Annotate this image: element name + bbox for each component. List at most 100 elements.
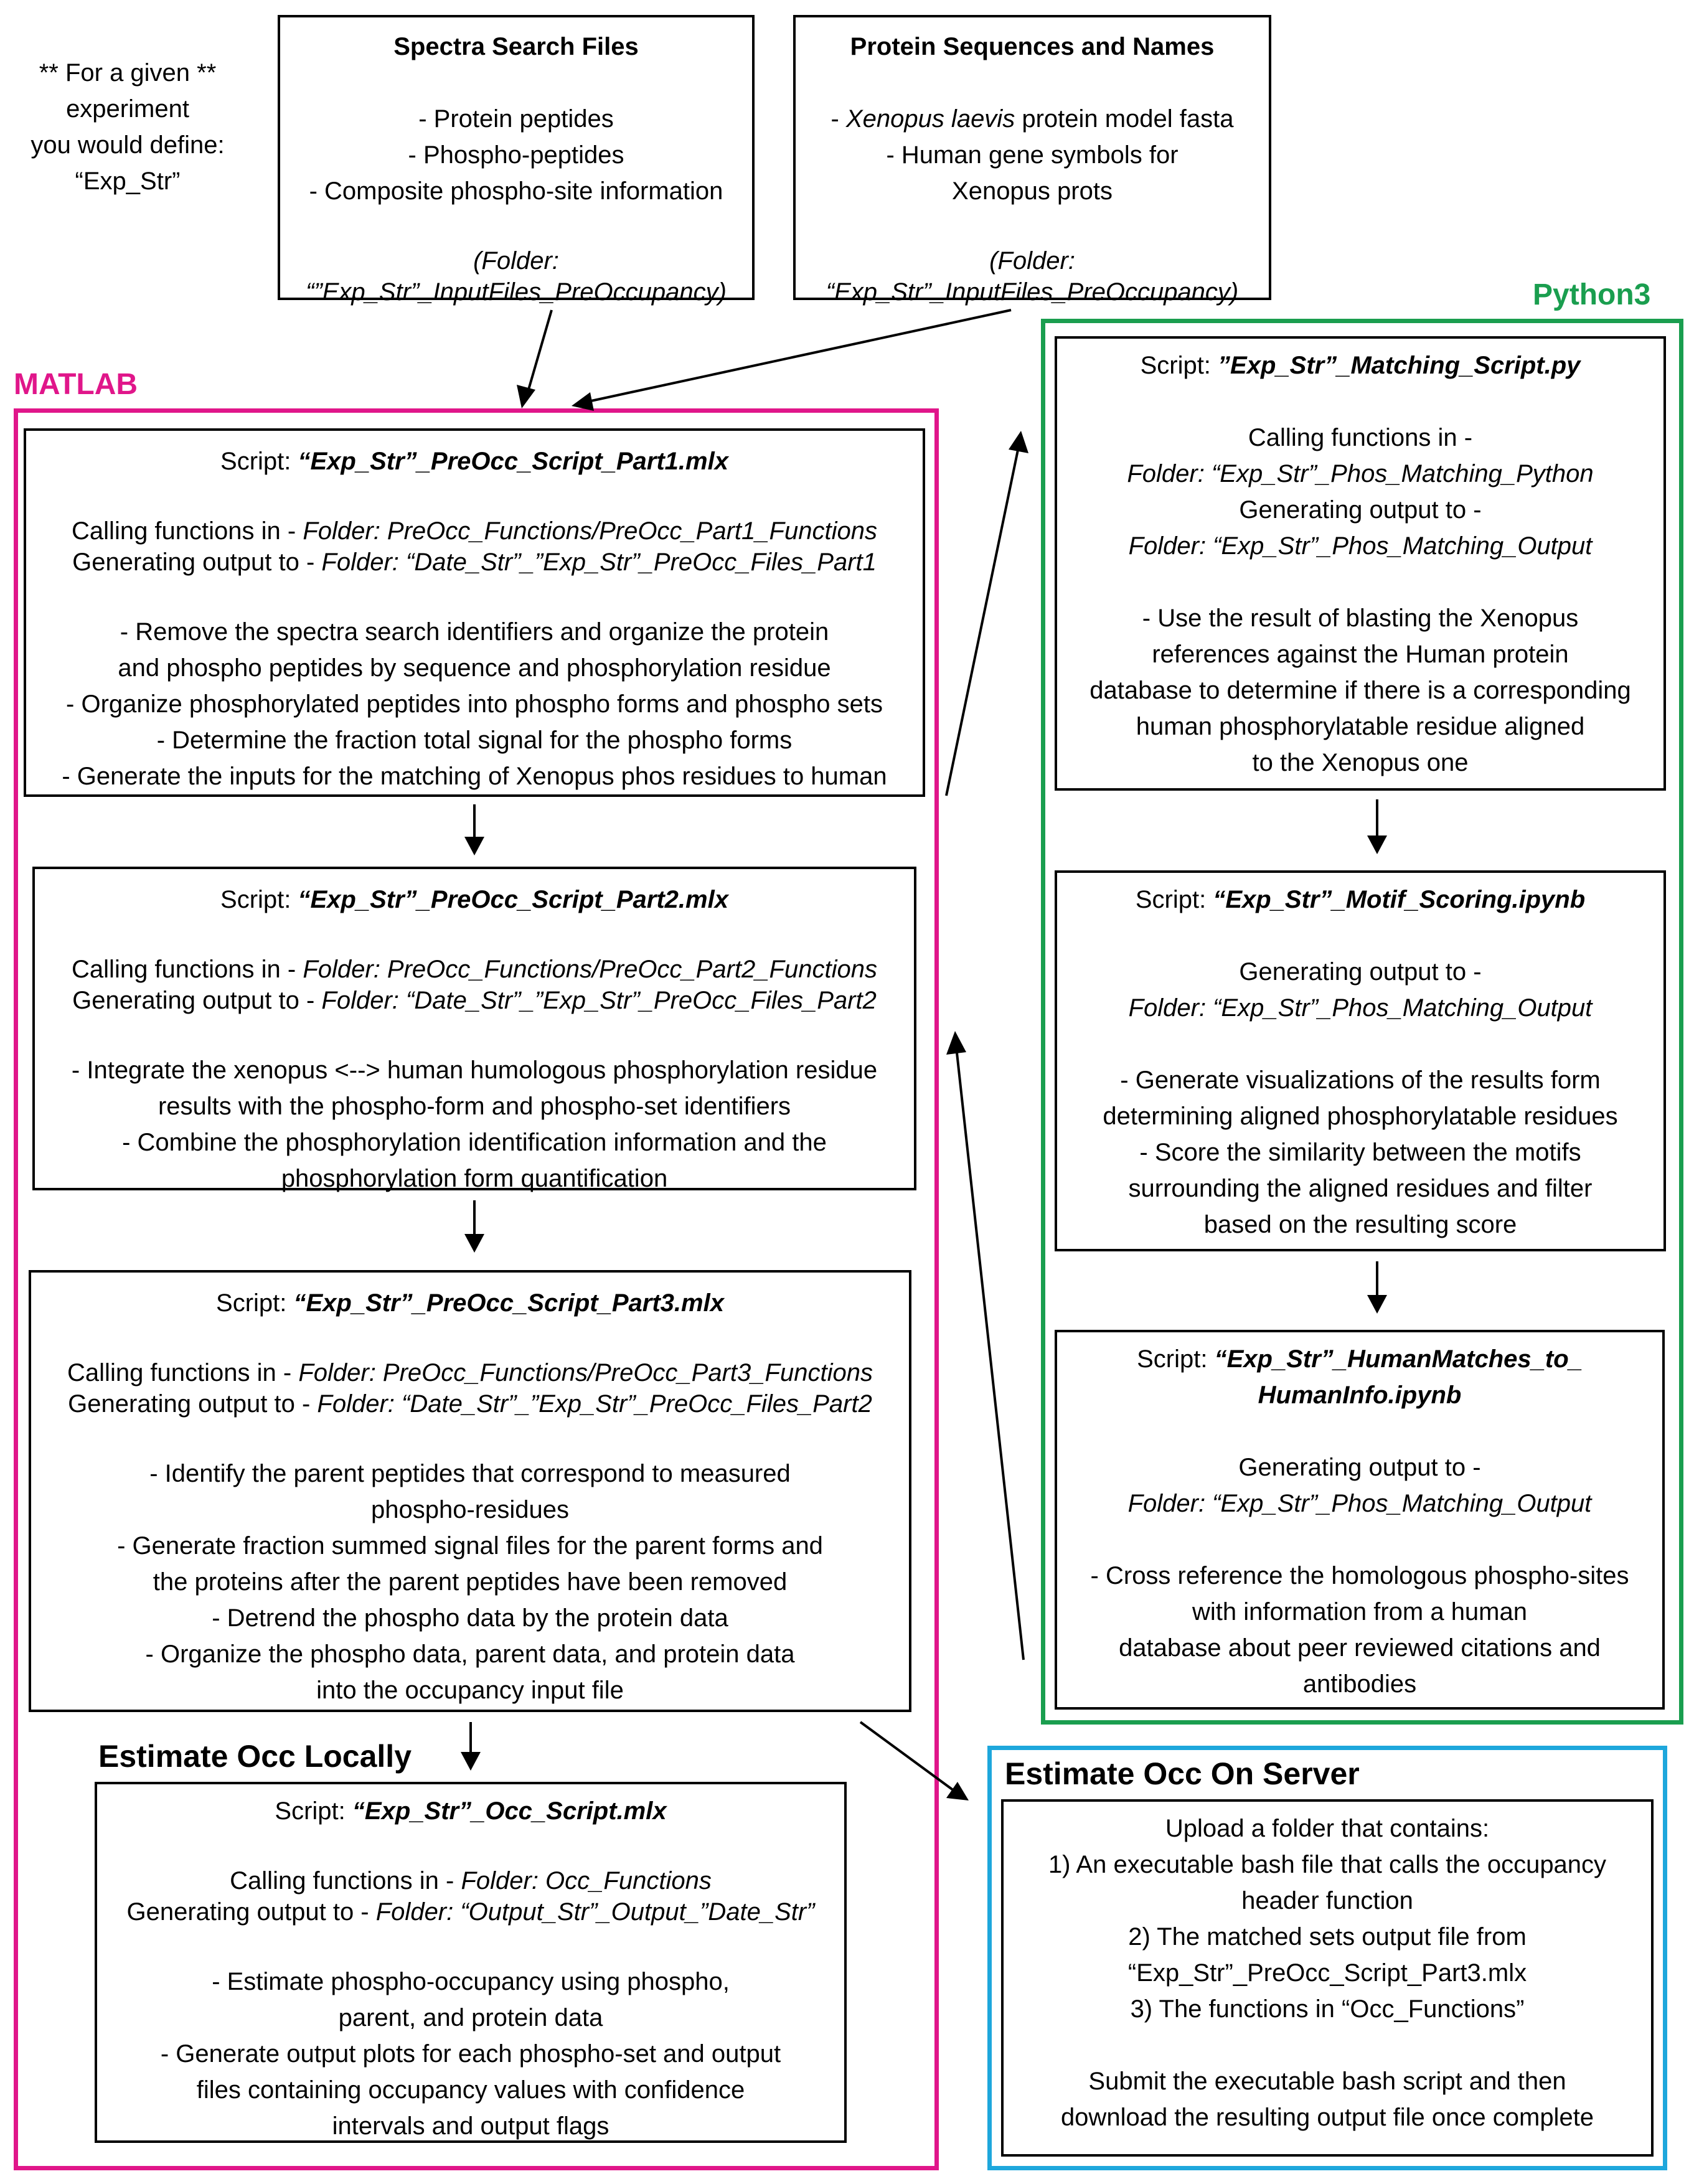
script-line: Script: ”Exp_Str”_Matching_Script.py (1140, 352, 1581, 379)
protein-item: Xenopus prots (952, 177, 1113, 205)
spectra-folder-value: “”Exp_Str”_InputFiles_PreOccupancy) (306, 278, 727, 306)
bullet-line: intervals and output flags (332, 2112, 609, 2140)
bullet-line: - Combine the phosphorylation identifica… (122, 1129, 827, 1156)
calling-line: Calling functions in - Folder: Occ_Funct… (230, 1867, 712, 1895)
generating-line: Generating output to - Folder: “Date_Str… (72, 548, 877, 576)
server-line: 1) An executable bash file that calls th… (1048, 1851, 1607, 1878)
bullet-line: - Generate visualizations of the results… (1120, 1066, 1601, 1094)
arrow-protein-to-matlab (585, 309, 1012, 403)
script-name: “Exp_Str”_PreOcc_Script_Part1.mlx (298, 448, 728, 475)
generating-label: Generating output to - (1238, 1454, 1481, 1481)
bullet-line: into the occupancy input file (316, 1677, 624, 1704)
note-line: “Exp_Str” (75, 167, 181, 195)
bullet-line: - Use the result of blasting the Xenopus (1142, 605, 1579, 632)
generating-line: Generating output to - Folder: “Output_S… (126, 1898, 815, 1926)
script-name: “Exp_Str”_PreOcc_Script_Part3.mlx (293, 1289, 724, 1317)
script-name: “Exp_Str”_Occ_Script.mlx (352, 1797, 667, 1825)
server-frame (987, 1746, 1667, 2170)
server-steps-box: Upload a folder that contains: 1) An exe… (1001, 1799, 1654, 2157)
arrowhead (464, 1234, 484, 1253)
protein-item: - Human gene symbols for (886, 141, 1179, 169)
arrowhead (1009, 431, 1028, 453)
server-line: “Exp_Str”_PreOcc_Script_Part3.mlx (1127, 1959, 1527, 1987)
bullet-line: files containing occupancy values with c… (196, 2076, 745, 2104)
script-line: Script: “Exp_Str”_PreOcc_Script_Part3.ml… (216, 1289, 724, 1317)
arrowhead (1367, 835, 1387, 854)
script-name: “Exp_Str”_PreOcc_Script_Part2.mlx (298, 886, 728, 913)
arrowhead (946, 1782, 969, 1800)
protein-item-fasta: - Xenopus laevis protein model fasta (831, 105, 1234, 133)
calling-label: Calling functions in - (1248, 424, 1473, 451)
server-line: 2) The matched sets output file from (1128, 1923, 1527, 1951)
bullet-line: determining aligned phosphorylatable res… (1103, 1103, 1618, 1130)
bullet-line: based on the resulting score (1203, 1211, 1517, 1238)
bullet-line: - Cross reference the homologous phospho… (1090, 1562, 1629, 1589)
bullet-line: references against the Human protein (1152, 641, 1569, 668)
bullet-line: database about peer reviewed citations a… (1119, 1634, 1601, 1662)
bullet-line: - Organize phosphorylated peptides into … (66, 690, 883, 718)
protein-sequences-box: Protein Sequences and Names - Xenopus la… (793, 15, 1271, 306)
spectra-item: - Protein peptides (418, 105, 614, 133)
arrow-human-to-part2 (955, 1047, 1025, 1660)
occ-script-box: Script: “Exp_Str”_Occ_Script.mlx Calling… (95, 1782, 847, 2143)
bullet-line: - Determine the fraction total signal fo… (156, 727, 793, 754)
bullet-line: - Detrend the phospho data by the protei… (212, 1604, 728, 1632)
protein-title: Protein Sequences and Names (850, 33, 1215, 60)
bullet-line: - Remove the spectra search identifiers … (120, 618, 829, 646)
calling-folder: Folder: Occ_Functions (461, 1867, 712, 1895)
experiment-note: ** For a given ** experiment you would d… (25, 55, 230, 199)
matching-script-box: Script: ”Exp_Str”_Matching_Script.py Cal… (1055, 336, 1666, 791)
arrowhead (1367, 1295, 1387, 1314)
bullet-line: - Score the similarity between the motif… (1139, 1139, 1581, 1166)
python3-label: Python3 (1533, 278, 1651, 311)
calling-folder: Folder: PreOcc_Functions/PreOcc_Part2_Fu… (303, 956, 877, 983)
bullet-line: phospho-residues (371, 1496, 569, 1523)
species-name: Xenopus laevis (845, 105, 1015, 133)
bullet-line: database to determine if there is a corr… (1089, 677, 1631, 704)
bullet-line: antibodies (1302, 1670, 1417, 1698)
protein-folder-label: (Folder: (989, 247, 1075, 275)
script-name: “Exp_Str”_Motif_Scoring.ipynb (1213, 886, 1586, 913)
generating-folder: Folder: “Exp_Str”_Phos_Matching_Output (1127, 1490, 1592, 1517)
bullet-line: with information from a human (1192, 1598, 1527, 1626)
preocc-part1-box: Script: “Exp_Str”_PreOcc_Script_Part1.ml… (24, 428, 925, 797)
matlab-frame (14, 408, 939, 2170)
python3-frame (1041, 319, 1683, 1725)
bullet-line: - Identify the parent peptides that corr… (149, 1460, 791, 1487)
generating-folder: Folder: “Exp_Str”_Phos_Matching_Output (1128, 994, 1593, 1022)
calling-line: Calling functions in - Folder: PreOcc_Fu… (72, 517, 877, 545)
bullet-line: the proteins after the parent peptides h… (153, 1568, 788, 1596)
bullet-line: results with the phospho-form and phosph… (158, 1093, 791, 1120)
generating-line: Generating output to - Folder: “Date_Str… (72, 987, 877, 1014)
calling-folder: Folder: PreOcc_Functions/PreOcc_Part1_Fu… (303, 517, 877, 545)
arrowhead (464, 837, 484, 855)
motif-scoring-box: Script: “Exp_Str”_Motif_Scoring.ipynb Ge… (1055, 870, 1666, 1251)
calling-folder: Folder: PreOcc_Functions/PreOcc_Part3_Fu… (298, 1359, 873, 1386)
calling-line: Calling functions in - Folder: PreOcc_Fu… (72, 956, 877, 983)
preocc-part3-box: Script: “Exp_Str”_PreOcc_Script_Part3.ml… (29, 1270, 911, 1712)
calling-folder: Folder: “Exp_Str”_Phos_Matching_Python (1127, 460, 1594, 487)
bullet-line: parent, and protein data (338, 2004, 603, 2031)
bullet-line: phosphorylation form quantification (281, 1165, 668, 1192)
spectra-item: - Phospho-peptides (408, 141, 624, 169)
preocc-part2-box: Script: “Exp_Str”_PreOcc_Script_Part2.ml… (32, 867, 916, 1192)
server-line: Upload a folder that contains: (1165, 1815, 1490, 1842)
spectra-item: - Composite phospho-site information (309, 177, 723, 205)
server-line: download the resulting output file once … (1060, 2104, 1594, 2131)
bullet-line: - Organize the phospho data, parent data… (145, 1640, 795, 1668)
generating-label: Generating output to - (1239, 496, 1482, 524)
note-line: experiment (66, 95, 189, 123)
script-name: “Exp_Str”_HumanMatches_to_ (1214, 1345, 1583, 1373)
estimate-occ-on-server-label: Estimate Occ On Server (1005, 1756, 1360, 1791)
script-name-continued: HumanInfo.ipynb (1258, 1381, 1462, 1409)
arrowhead (572, 392, 594, 411)
bullet-line: surrounding the aligned residues and fil… (1128, 1175, 1593, 1202)
generating-folder: Folder: “Exp_Str”_Phos_Matching_Output (1128, 532, 1593, 560)
spectra-search-files-box: Spectra Search Files - Protein peptides … (278, 15, 755, 306)
bullet-line: human phosphorylatable residue aligned (1136, 713, 1585, 740)
script-line: Script: “Exp_Str”_HumanMatches_to_ (1137, 1345, 1583, 1373)
bullet-line: - Generate fraction summed signal files … (117, 1532, 823, 1560)
arrow-part1-to-matching (945, 446, 1020, 796)
bullet-line: to the Xenopus one (1252, 749, 1469, 776)
